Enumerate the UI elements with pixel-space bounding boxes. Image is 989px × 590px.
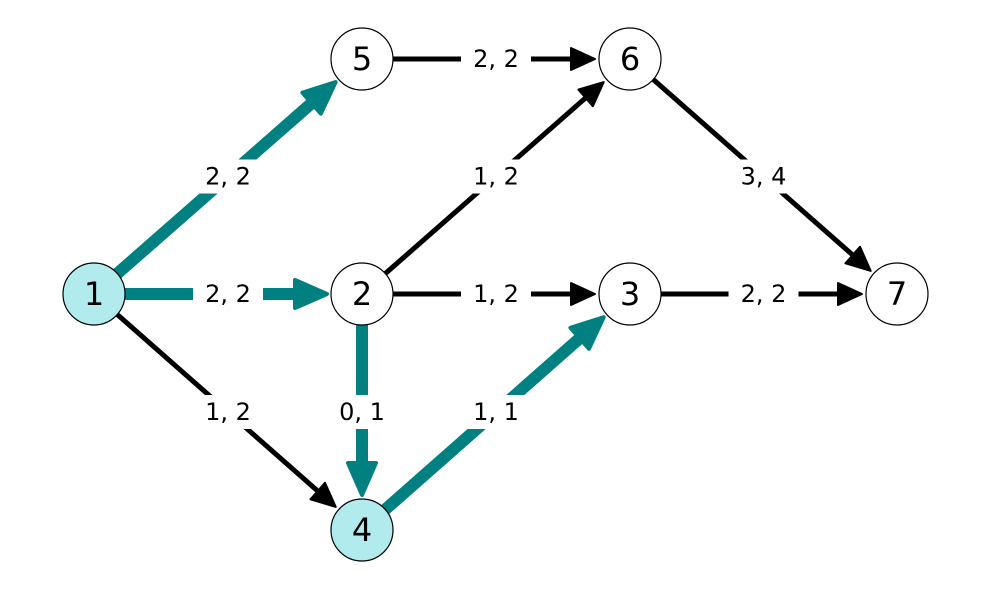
edge-label-text: 2, 2 (205, 163, 251, 191)
edge-label-4-3: 1, 1 (461, 395, 531, 429)
edge-label-2-3: 1, 2 (461, 277, 531, 311)
arrowhead-icon (568, 315, 606, 351)
node-label: 7 (887, 275, 907, 313)
edge-label-1-4: 1, 2 (193, 395, 263, 429)
edge-label-5-6: 2, 2 (461, 42, 531, 76)
nodes-layer: 1 2 3 4 5 6 7 (62, 27, 929, 562)
node-2: 2 (330, 262, 394, 326)
arrowhead-icon (346, 461, 378, 497)
arrowhead-icon (577, 81, 605, 108)
edge-label-background (461, 159, 531, 194)
node-5: 5 (330, 27, 394, 91)
node-1: 1 (62, 262, 126, 326)
edge-label-text: 0, 1 (339, 398, 385, 426)
edge-labels-layer: 2, 2 2, 2 1, 2 2, 2 1, 2 1, 2 0, 1 1, 1 3, 4 2, 2 (193, 42, 799, 429)
edge-label-text: 1, 1 (473, 398, 519, 426)
edge-label-background (193, 395, 263, 429)
node-label: 3 (620, 275, 640, 313)
edge-label-2-4: 0, 1 (327, 395, 397, 429)
edge-label-background (327, 395, 397, 429)
node-circle (598, 27, 662, 91)
edge-label-background (193, 159, 263, 194)
node-circle (330, 498, 394, 562)
node-7: 7 (865, 262, 929, 326)
node-circle (598, 262, 662, 326)
arrowhead-icon (300, 80, 338, 116)
node-3: 3 (598, 262, 662, 326)
edge-label-text: 2, 2 (473, 45, 519, 73)
arrowhead-icon (309, 481, 337, 508)
edge-label-background (461, 395, 531, 429)
edge-label-1-5: 2, 2 (193, 159, 263, 194)
edge-label-text: 1, 2 (473, 163, 519, 191)
edge-label-text: 2, 2 (741, 280, 787, 308)
node-circle (330, 27, 394, 91)
arrowhead-icon (837, 282, 863, 306)
edge-label-background (728, 159, 799, 194)
node-circle (330, 262, 394, 326)
edge-label-6-7: 3, 4 (728, 159, 799, 194)
node-label: 4 (352, 511, 372, 549)
node-label: 6 (620, 40, 640, 78)
edge-label-3-7: 2, 2 (728, 277, 799, 311)
node-6: 6 (598, 27, 662, 91)
edge-label-2-6: 1, 2 (461, 159, 531, 194)
node-circle (62, 262, 126, 326)
edge-label-background (461, 277, 531, 311)
arrowhead-icon (293, 278, 329, 310)
edge-label-text: 3, 4 (741, 163, 787, 191)
node-label: 1 (84, 275, 104, 313)
edge-label-background (728, 277, 799, 311)
edge-label-text: 1, 2 (205, 398, 251, 426)
edge-label-background (461, 42, 531, 76)
edge-label-text: 2, 2 (205, 280, 251, 308)
arrowhead-icon (570, 47, 596, 71)
arrowhead-icon (570, 282, 596, 306)
edge-label-background (193, 277, 263, 311)
node-circle (865, 262, 929, 326)
edge-label-text: 1, 2 (473, 280, 519, 308)
arrowhead-icon (844, 245, 872, 272)
edge-label-1-2: 2, 2 (193, 277, 263, 311)
node-label: 2 (352, 275, 372, 313)
node-label: 5 (352, 40, 372, 78)
node-4: 4 (330, 498, 394, 562)
